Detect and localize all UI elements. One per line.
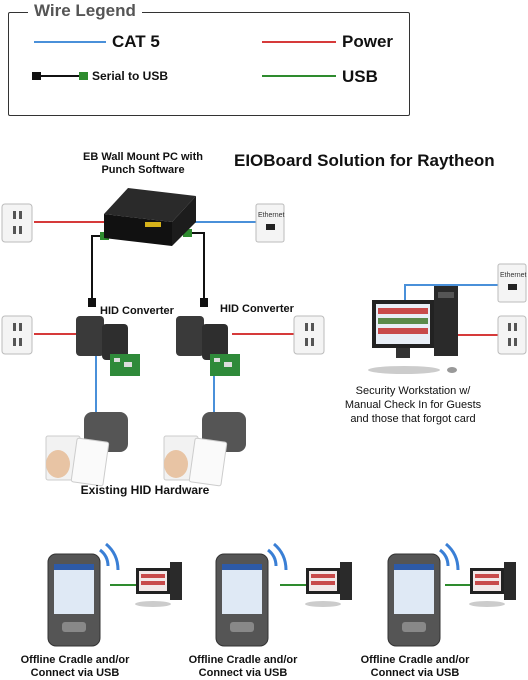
cradle-label: Offline Cradle and/or Connect via USB xyxy=(20,654,130,679)
power-outlet-icon xyxy=(1,203,33,243)
legend-label-power: Power xyxy=(342,32,394,51)
workstation-computer-icon xyxy=(368,286,458,374)
power-outlet-icon xyxy=(293,315,325,355)
hid-reader-icon xyxy=(176,316,240,376)
hid-converter-label: HID Converter xyxy=(220,303,294,315)
hid-converter-label: HID Converter xyxy=(100,305,174,317)
legend-label-cat5: CAT 5 xyxy=(112,32,160,51)
pc-label: EB Wall Mount PC with Punch Software xyxy=(83,151,203,176)
cat5-wire-workstation xyxy=(404,284,498,305)
power-outlet-icon xyxy=(497,315,527,355)
serial-wire-right xyxy=(186,232,205,302)
wall-mount-pc-icon xyxy=(104,188,196,246)
hid-reader-icon xyxy=(76,316,140,376)
wire-legend xyxy=(8,12,410,116)
handheld-device-icon xyxy=(215,542,288,647)
hid-card-reader-icon xyxy=(45,412,128,487)
handheld-device-icon xyxy=(47,542,120,647)
ethernet-label: Ethernet xyxy=(258,212,285,219)
existing-hid-label: Existing HID Hardware xyxy=(80,483,210,497)
handheld-device-icon xyxy=(387,542,460,647)
desktop-pc-icon xyxy=(135,562,182,607)
power-outlet-icon xyxy=(1,315,33,355)
cradle-label: Offline Cradle and/or Connect via USB xyxy=(188,654,298,679)
cradle-label: Offline Cradle and/or Connect via USB xyxy=(360,654,470,679)
workstation-label: Security Workstation w/ Manual Check In … xyxy=(344,385,482,425)
desktop-pc-icon xyxy=(305,562,352,607)
legend-title: Wire Legend xyxy=(28,1,142,21)
legend-serial-line xyxy=(32,72,88,80)
desktop-pc-icon xyxy=(469,562,516,607)
legend-label-serial: Serial to USB xyxy=(92,69,169,83)
legend-label-usb: USB xyxy=(342,67,378,86)
hid-card-reader-icon xyxy=(163,412,246,487)
diagram-title: EIOBoard Solution for Raytheon xyxy=(234,151,495,170)
ethernet-jack-icon xyxy=(255,203,285,243)
ethernet-jack-icon xyxy=(497,263,527,303)
serial-wire-left xyxy=(91,235,104,302)
ethernet-label: Ethernet xyxy=(500,272,527,279)
